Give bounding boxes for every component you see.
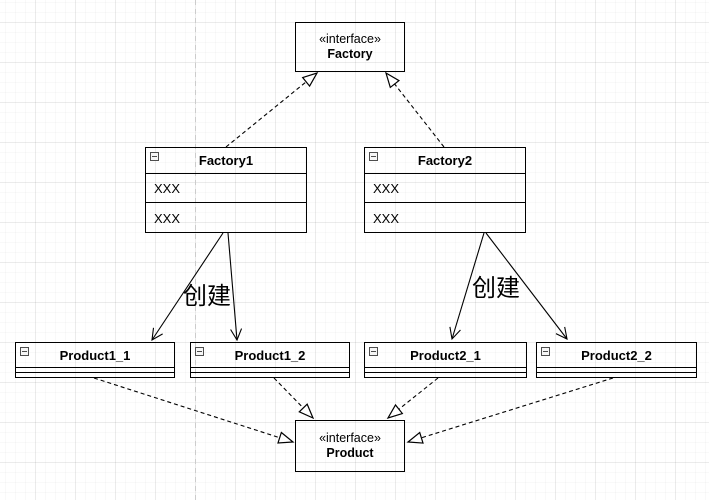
interface-name: Product bbox=[326, 446, 374, 460]
collapse-icon[interactable] bbox=[150, 152, 159, 161]
member-row[interactable]: XXX bbox=[154, 210, 181, 226]
class-box-factory2[interactable]: Factory2 XXX XXX bbox=[364, 147, 526, 233]
empty-attributes-compartment bbox=[191, 368, 349, 373]
class-title: Product1_2 bbox=[191, 343, 349, 368]
class-box-product2-2[interactable]: Product2_2 bbox=[536, 342, 697, 378]
edge-realization-factory2-factory[interactable] bbox=[384, 71, 445, 148]
class-name: Product2_1 bbox=[410, 347, 481, 363]
empty-methods-compartment bbox=[365, 373, 526, 378]
collapse-icon[interactable] bbox=[369, 152, 378, 161]
class-box-product1-1[interactable]: Product1_1 bbox=[15, 342, 175, 378]
interface-box-product[interactable]: «interface» Product bbox=[295, 420, 405, 472]
collapse-icon[interactable] bbox=[20, 347, 29, 356]
empty-methods-compartment bbox=[537, 373, 696, 378]
class-title: Product2_2 bbox=[537, 343, 696, 368]
class-title: Factory2 bbox=[365, 148, 525, 174]
class-name: Product1_2 bbox=[234, 347, 306, 363]
edge-create-factory1-product1-1[interactable] bbox=[151, 232, 224, 342]
empty-attributes-compartment bbox=[16, 368, 174, 373]
edge-create-factory1-product1-2[interactable] bbox=[227, 232, 243, 342]
empty-attributes-compartment bbox=[365, 368, 526, 373]
stereotype-label: «interface» bbox=[319, 32, 381, 46]
interface-name: Factory bbox=[327, 47, 373, 61]
class-name: Product2_2 bbox=[581, 347, 652, 363]
class-title: Product1_1 bbox=[16, 343, 174, 368]
class-box-product1-2[interactable]: Product1_2 bbox=[190, 342, 350, 378]
class-name: Product1_1 bbox=[59, 347, 131, 363]
collapse-icon[interactable] bbox=[369, 347, 378, 356]
collapse-icon[interactable] bbox=[541, 347, 550, 356]
edge-realization-product2-2-product[interactable] bbox=[406, 377, 614, 444]
member-row[interactable]: XXX bbox=[373, 210, 400, 226]
edge-label-create-factory2[interactable]: 创建 bbox=[472, 275, 520, 302]
collapse-icon[interactable] bbox=[195, 347, 204, 356]
stereotype-label: «interface» bbox=[319, 431, 381, 445]
member-row[interactable]: XXX bbox=[365, 174, 525, 203]
interface-box-factory[interactable]: «interface» Factory bbox=[295, 22, 405, 72]
class-box-factory1[interactable]: Factory1 XXX XXX bbox=[145, 147, 307, 233]
empty-methods-compartment bbox=[191, 373, 349, 378]
empty-methods-compartment bbox=[16, 373, 174, 378]
class-name: Factory1 bbox=[198, 153, 254, 168]
member-row[interactable]: XXX bbox=[146, 174, 306, 203]
edge-realization-factory1-factory[interactable] bbox=[225, 71, 319, 148]
class-box-product2-1[interactable]: Product2_1 bbox=[364, 342, 527, 378]
edge-create-factory2-product2-1[interactable] bbox=[449, 232, 485, 341]
edge-label-create-factory1[interactable]: 创建 bbox=[183, 283, 231, 310]
class-title: Product2_1 bbox=[365, 343, 526, 368]
edge-realization-product1-2-product[interactable] bbox=[273, 377, 315, 420]
edge-realization-product2-1-product[interactable] bbox=[386, 377, 439, 420]
class-name: Factory2 bbox=[417, 153, 473, 168]
class-title: Factory1 bbox=[146, 148, 306, 174]
empty-attributes-compartment bbox=[537, 368, 696, 373]
edge-create-factory2-product2-2[interactable] bbox=[485, 232, 568, 340]
